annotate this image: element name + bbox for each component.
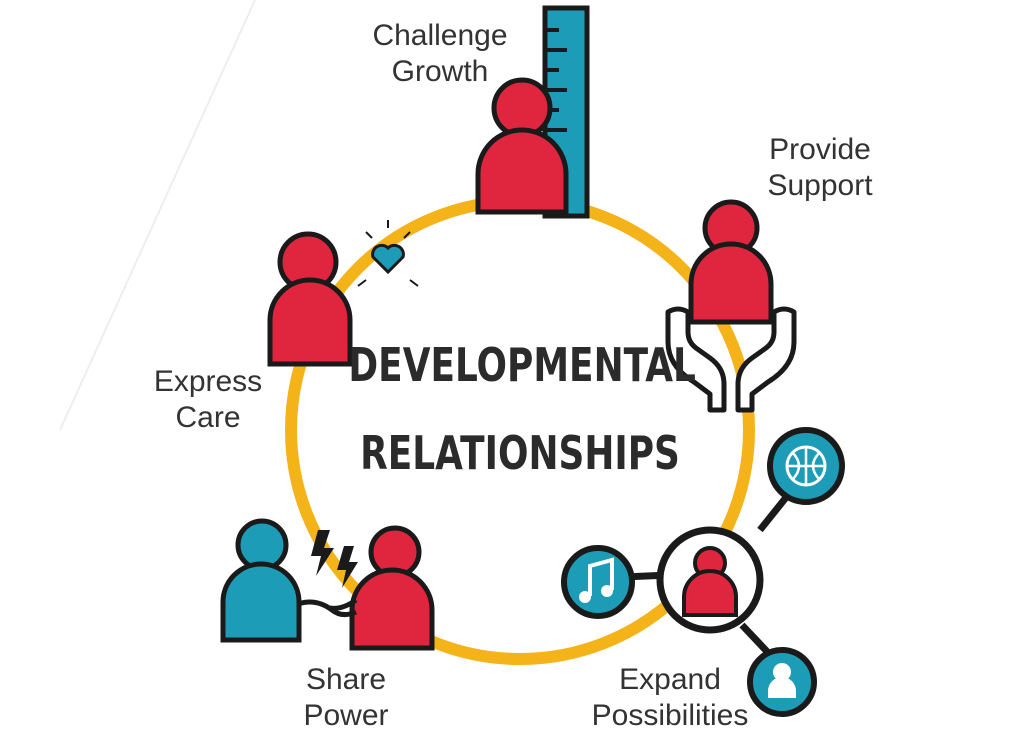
hands-icon xyxy=(665,306,797,413)
heart-icon xyxy=(357,220,419,287)
handshake-icon xyxy=(297,597,358,618)
label-line: Power xyxy=(303,699,389,732)
label-expand-possibilities: Expand Possibilities xyxy=(570,662,770,734)
label-line: Growth xyxy=(391,55,489,88)
person-icon xyxy=(747,647,817,717)
person-icon xyxy=(220,518,302,643)
person-icon xyxy=(475,77,569,215)
decorative-diagonal xyxy=(59,0,256,431)
diagram-title-line1: DEVELOPMENTAL xyxy=(348,338,696,392)
person-icon xyxy=(349,525,435,651)
label-line: Possibilities xyxy=(591,699,749,732)
person-icon xyxy=(688,199,774,325)
label-line: Share xyxy=(305,663,387,696)
label-line: Challenge xyxy=(372,19,508,52)
label-line: Support xyxy=(767,169,873,202)
person-icon xyxy=(267,231,353,367)
lightning-icon xyxy=(311,530,358,588)
diagram-title-line2: RELATIONSHIPS xyxy=(360,426,680,480)
label-share-power: Share Power xyxy=(246,662,446,734)
label-line: Provide xyxy=(769,133,871,166)
label-line: Expand xyxy=(619,663,721,696)
label-line: Care xyxy=(175,401,241,434)
music-note-icon xyxy=(561,545,635,619)
label-express-care: Express Care xyxy=(108,364,308,436)
label-challenge-growth: Challenge Growth xyxy=(340,18,540,90)
label-provide-support: Provide Support xyxy=(720,132,920,204)
person-icon xyxy=(656,526,764,634)
basketball-icon xyxy=(767,427,845,505)
label-line: Express xyxy=(153,365,263,398)
